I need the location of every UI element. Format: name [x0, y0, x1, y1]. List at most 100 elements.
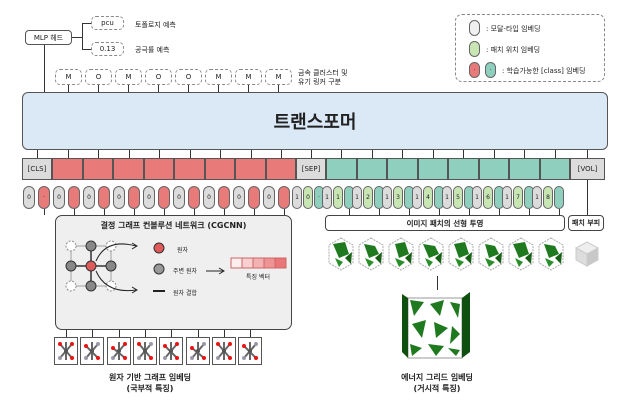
energy-grid-patch-icon	[537, 236, 565, 272]
crystal-graph-icon	[65, 240, 287, 294]
patch-position-embedding: 3	[393, 186, 403, 209]
connector	[158, 85, 160, 92]
atom-embedding	[278, 186, 290, 209]
atom-token	[174, 158, 205, 180]
class-token-output: M	[205, 69, 232, 85]
molecule-structure-icon	[106, 337, 131, 365]
modal-type-embedding: 0	[53, 186, 65, 209]
connector	[402, 150, 404, 158]
porosity-output: 0.13	[91, 42, 124, 56]
modal-type-embedding: 1	[442, 186, 452, 209]
atom-embedding	[188, 186, 200, 209]
molecule-structure-icon	[185, 337, 210, 365]
patch-embedding	[554, 186, 564, 209]
connector	[134, 209, 136, 215]
class-swatch-red: ·	[469, 62, 480, 78]
energy-grid-patch-icon	[417, 236, 445, 272]
connector	[559, 209, 561, 215]
mlp-head-label: MLP 헤드	[33, 33, 64, 42]
connector	[144, 330, 147, 337]
connector	[432, 150, 434, 158]
modal-type-embedding: 1	[352, 186, 362, 209]
mlp-head-box: MLP 헤드	[25, 30, 72, 45]
molecule-structure-icon	[80, 337, 105, 365]
modal-type-embedding: 0	[23, 186, 35, 209]
grid-embedding-caption: 에너지 그리드 임베딩(거시적 특징)	[347, 372, 527, 394]
atom-embedding	[218, 186, 230, 209]
energy-grid-cube-icon	[402, 292, 470, 359]
modal-type-swatch	[469, 20, 480, 36]
connector	[437, 276, 439, 290]
topology-output: pcu	[91, 16, 124, 30]
linear-projection-label: 이미지 패치의 선형 투영	[406, 218, 484, 228]
feature-vector-label: 특징 벡터	[246, 274, 270, 281]
porosity-value: 0.13	[99, 45, 116, 53]
transformer-label: 트랜스포머	[273, 112, 357, 133]
atom-embedding	[248, 186, 260, 209]
sep-token: [SEP]	[296, 158, 326, 180]
patch-token	[478, 158, 509, 180]
patch-position-embedding: 2	[363, 186, 373, 209]
modal-type-embedding: 1	[502, 186, 512, 209]
connector	[164, 209, 166, 215]
connector	[250, 150, 252, 158]
connector	[224, 209, 226, 215]
molecule-structure-icon	[159, 337, 184, 365]
modal-type-embedding: 1	[292, 186, 302, 209]
energy-grid-patch-icon	[327, 236, 355, 272]
connector	[529, 209, 531, 215]
connector	[128, 150, 130, 158]
connector	[171, 330, 173, 337]
molecule-structure-icon	[132, 337, 157, 365]
cgcnn-title: 결정 그래프 컨볼루션 네트워크 (CGCNN)	[100, 221, 247, 230]
gray-cube-icon	[574, 241, 600, 267]
patch-volume-label: 패치 부피	[571, 219, 601, 227]
modal-type-embedding: 0	[83, 186, 95, 209]
connector	[409, 209, 411, 215]
connector	[524, 150, 526, 158]
atom-token	[143, 158, 174, 180]
patch-token	[539, 158, 570, 180]
connector	[128, 85, 130, 92]
connector	[194, 209, 196, 215]
energy-grid-patch-icon	[357, 236, 385, 272]
connector	[554, 150, 556, 158]
class-token-output: O	[145, 69, 172, 85]
linear-projection-box: 이미지 패치의 선형 투영	[325, 215, 565, 231]
atom-token	[113, 158, 144, 180]
patch-token	[509, 158, 540, 180]
vol-token: [VOL]	[570, 158, 605, 180]
molecule-structure-icon	[211, 337, 236, 365]
atom-token	[265, 158, 296, 180]
modal-type-embedding: 0	[113, 186, 125, 209]
energy-grid-patch-icon	[447, 236, 475, 272]
energy-grid-patch-icon	[477, 236, 505, 272]
connector	[220, 150, 222, 158]
connector	[223, 330, 225, 337]
connector	[439, 209, 441, 215]
atom-embedding	[98, 186, 110, 209]
modal-type-embedding: 0	[203, 186, 215, 209]
cls-token: [CLS]	[22, 158, 52, 180]
modal-type-embedding: 1	[412, 186, 422, 209]
patch-position-embedding: 4	[423, 186, 433, 209]
atom-label: 원자	[177, 247, 189, 254]
grid-caption-line2: (거시적 특징)	[413, 384, 461, 393]
connector	[188, 85, 190, 92]
class-token-output: M	[235, 69, 262, 85]
neighbor-atom-label: 주변 원자	[173, 268, 197, 275]
connector	[98, 150, 100, 158]
connector	[118, 330, 120, 337]
cgcnn-box: 결정 그래프 컨볼루션 네트워크 (CGCNN) 원자 주변 원자 원자 결합 …	[55, 215, 292, 330]
modal-type-embedding: 1	[382, 186, 392, 209]
classification-label-line1: 금속 클러스터 및	[298, 69, 348, 77]
connector	[67, 150, 69, 158]
connector	[463, 150, 465, 158]
modal-type-embedding: 1	[322, 186, 332, 209]
modal-type-embedding: 0	[263, 186, 275, 209]
connector	[82, 23, 84, 50]
connector	[82, 23, 91, 25]
connector	[493, 150, 495, 158]
connector	[469, 209, 471, 215]
